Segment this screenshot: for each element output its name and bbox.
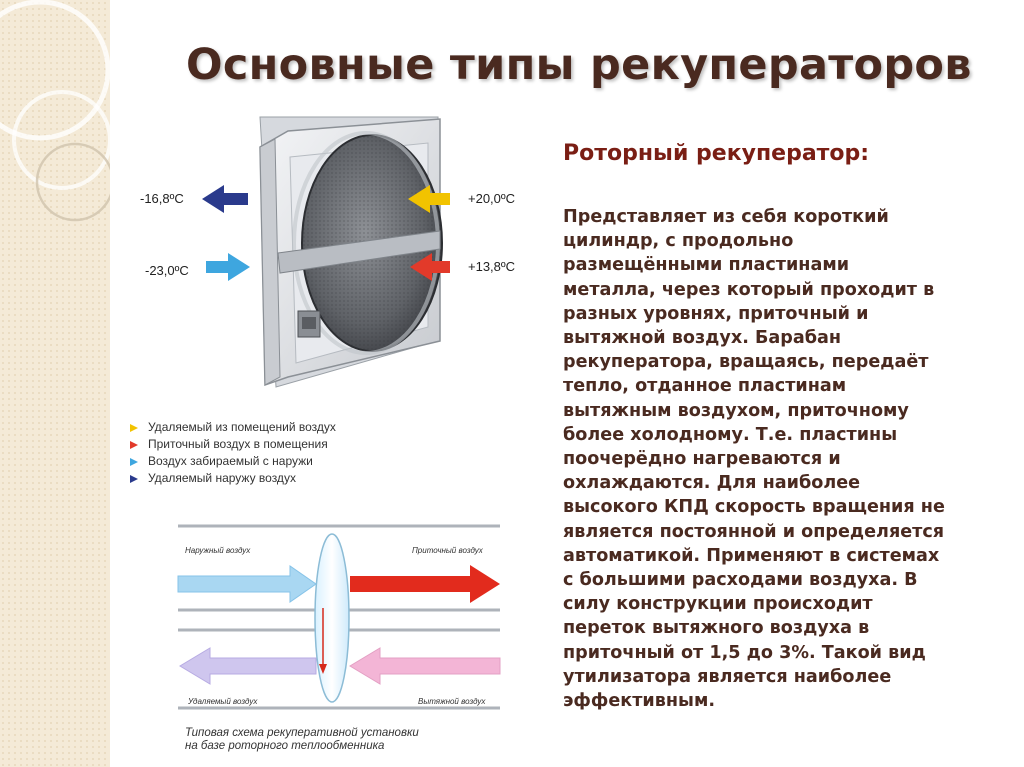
legend-item: Приточный воздух в помещения (130, 436, 336, 453)
schema-caption-line2: на базе роторного теплообменника (185, 740, 385, 752)
temp-label-left-bottom: -23,0ºC (145, 263, 189, 278)
decorative-circles (0, 0, 110, 222)
airflow-legend: Удаляемый из помещений воздух Приточный … (130, 419, 336, 487)
legend-marker-icon (130, 457, 138, 466)
temp-label-left-top: -16,8ºC (140, 191, 184, 206)
decorative-side-strip (0, 0, 110, 767)
arrow-red-icon (410, 253, 450, 281)
legend-marker-icon (130, 440, 138, 449)
rotation-arrow-icon (319, 664, 327, 674)
legend-item: Удаляемый наружу воздух (130, 470, 336, 487)
supply-air-arrow-icon (350, 565, 500, 603)
arrow-dark-blue-icon (202, 185, 248, 213)
legend-item: Удаляемый из помещений воздух (130, 419, 336, 436)
legend-label: Удаляемый наружу воздух (148, 471, 296, 485)
legend-marker-icon (130, 474, 138, 483)
schema-label-outdoor: Наружный воздух (185, 546, 251, 555)
legend-marker-icon (130, 423, 138, 432)
exhaust-air-arrow-icon (349, 647, 501, 685)
schema-caption-line1: Типовая схема рекуперативной установки (185, 727, 419, 739)
description-text: Представляет из себя короткий цилиндр, с… (563, 207, 945, 712)
temp-label-right-bottom: +13,8ºC (468, 259, 516, 274)
rotor-wheel (314, 533, 350, 703)
legend-label: Удаляемый из помещений воздух (148, 420, 336, 434)
outdoor-air-arrow-icon (177, 565, 317, 603)
schema-label-supply: Приточный воздух (412, 546, 483, 555)
legend-label: Воздух забираемый с наружи (148, 454, 313, 468)
arrow-yellow-icon (408, 185, 450, 213)
schema-label-exhaust: Вытяжной воздух (418, 697, 486, 706)
recuperator-schematic (177, 524, 501, 710)
temp-label-right-top: +20,0ºC (468, 191, 516, 206)
section-subtitle: Роторный рекуператор: (563, 141, 870, 166)
schema-caption: Типовая схема рекуперативной установки н… (185, 727, 419, 753)
rotary-recuperator-image (202, 116, 450, 388)
dotted-texture (0, 0, 110, 767)
legend-label: Приточный воздух в помещения (148, 437, 328, 451)
removed-air-arrow-icon (179, 647, 317, 685)
schema-label-removed: Удаляемый воздух (188, 697, 258, 706)
arrow-light-blue-icon (206, 253, 250, 281)
legend-item: Воздух забираемый с наружи (130, 453, 336, 470)
page-title: Основные типы рекуператоров (186, 40, 972, 90)
